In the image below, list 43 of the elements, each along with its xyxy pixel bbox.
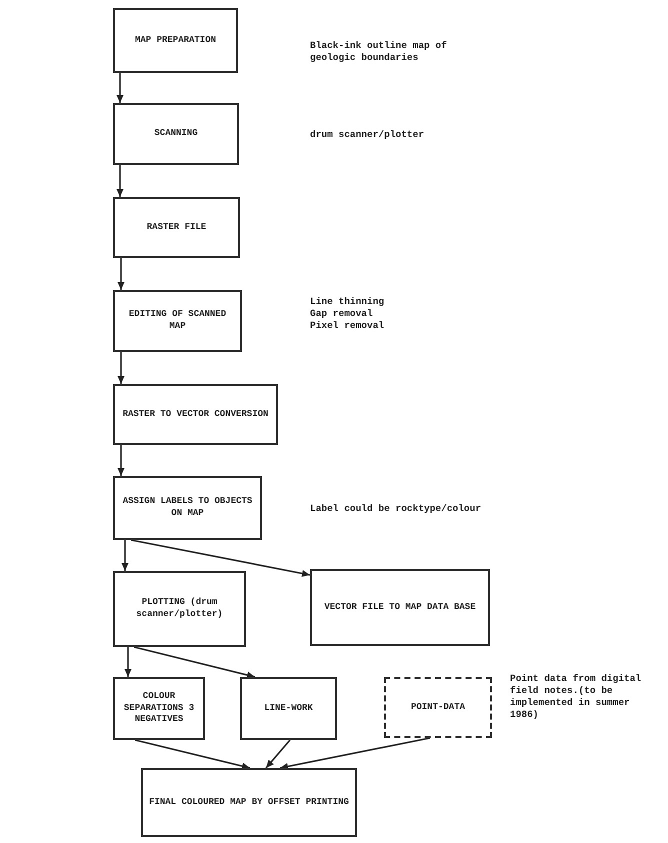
box-label: POINT-DATA bbox=[410, 702, 465, 714]
arrow bbox=[124, 647, 132, 677]
annotation-text: Label could be rocktype/colour bbox=[310, 503, 482, 515]
process-box bbox=[113, 571, 246, 647]
box-label: LINE-WORK bbox=[264, 702, 313, 714]
box-label: COLOUR SEPARATIONS 3 NEGATIVES bbox=[122, 690, 196, 726]
box-label: RASTER TO VECTOR CONVERSION bbox=[122, 408, 268, 420]
arrow bbox=[122, 540, 128, 571]
process-box bbox=[310, 569, 490, 646]
arrow bbox=[116, 73, 124, 103]
box-label: MAP PREPARATION bbox=[134, 34, 216, 46]
arrow bbox=[134, 739, 250, 770]
arrow bbox=[118, 445, 124, 476]
process-box bbox=[113, 197, 240, 258]
process-box bbox=[113, 103, 239, 165]
arrow bbox=[130, 539, 310, 577]
annotation-text: Line thinning bbox=[310, 296, 384, 308]
arrow bbox=[116, 165, 124, 197]
box-label: VECTOR FILE TO MAP DATA BASE bbox=[324, 602, 476, 614]
annotation-text: Point data from digital field notes.(to be implemented in summer 1986) bbox=[510, 673, 642, 720]
process-box bbox=[113, 476, 262, 540]
annotation-text: drum scanner/plotter bbox=[310, 129, 426, 141]
arrow bbox=[280, 737, 430, 770]
box-label: FINAL COLOURED MAP BY OFFSET PRINTING bbox=[149, 796, 349, 808]
arrow bbox=[118, 352, 124, 384]
box-label: ASSIGN LABELS TO OBJECTS ON MAP bbox=[122, 496, 254, 520]
box-label: PLOTTING (drum scanner/plotter) bbox=[135, 597, 224, 621]
process-box bbox=[141, 768, 357, 837]
process-box bbox=[113, 290, 242, 352]
annotation-text: Black-ink outline map of geologic boundaries bbox=[310, 40, 448, 64]
annotation-text: Pixel removal bbox=[310, 320, 384, 332]
box-label: EDITING OF SCANNED MAP bbox=[128, 309, 228, 333]
process-box bbox=[240, 677, 337, 740]
process-box bbox=[113, 8, 238, 73]
process-box bbox=[113, 384, 278, 445]
box-label: SCANNING bbox=[154, 128, 198, 140]
process-box bbox=[113, 677, 205, 740]
annotation-text: Gap removal bbox=[310, 308, 374, 320]
arrow bbox=[118, 258, 124, 290]
arrow bbox=[134, 646, 256, 678]
arrow bbox=[265, 739, 291, 769]
process-box bbox=[384, 677, 492, 738]
box-label: RASTER FILE bbox=[146, 222, 206, 234]
